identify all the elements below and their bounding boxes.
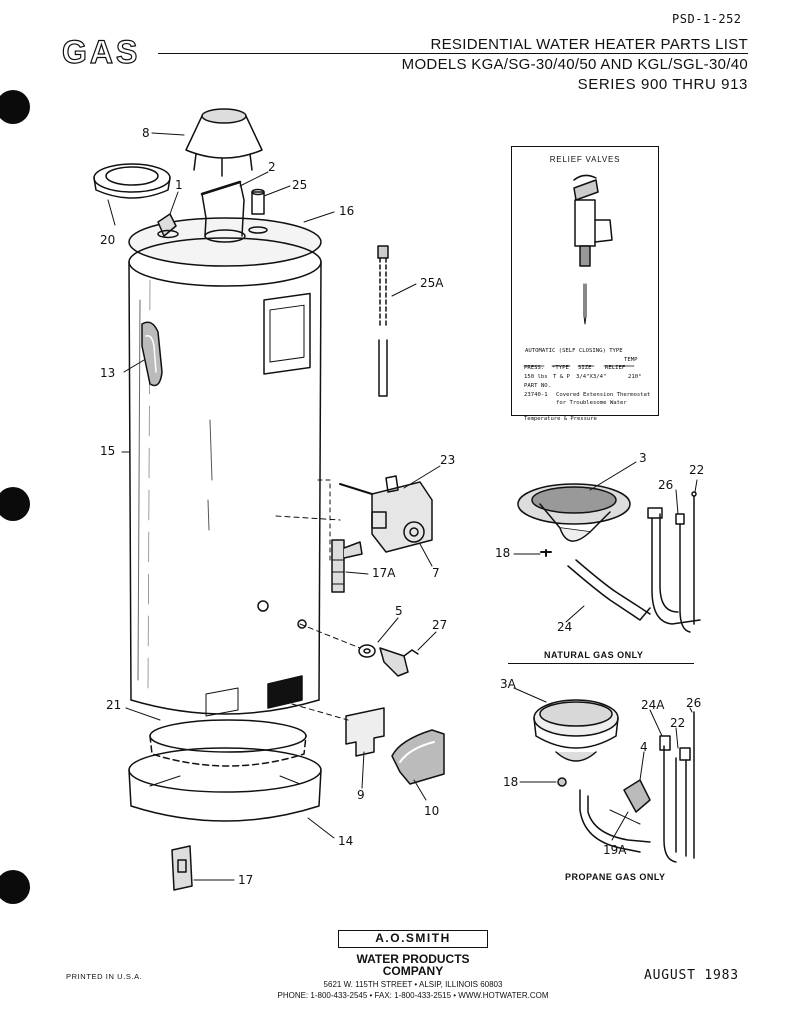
relief-part-no-label: PART NO. — [524, 383, 551, 389]
part-label-8: 8 — [142, 126, 150, 140]
page-title: RESIDENTIAL WATER HEATER PARTS LIST — [430, 36, 748, 53]
part-label-23: 23 — [440, 453, 456, 467]
binder-hole — [0, 870, 30, 904]
part-label-26: 26 — [658, 478, 674, 492]
part-label-3a: 3A — [500, 677, 516, 691]
part-label-7: 7 — [432, 566, 440, 580]
part-label-27: 27 — [432, 618, 448, 632]
document-number: PSD-1-252 — [672, 12, 742, 26]
part-label-19a: 19A — [603, 843, 627, 857]
tee-17a — [331, 539, 363, 593]
fitting-25 — [248, 188, 268, 234]
draft-hood — [185, 108, 263, 177]
flue-outlet — [200, 180, 246, 243]
part-label-22b: 22 — [670, 716, 686, 730]
relief-row-size: 3/4"X3/4" — [576, 374, 607, 380]
part-label-1: 1 — [175, 178, 183, 192]
part-label-14: 14 — [338, 834, 354, 848]
relief-row-relief: 210° — [628, 374, 642, 380]
binder-hole — [0, 487, 30, 521]
part-label-16: 16 — [339, 204, 355, 218]
relief-valves-title: RELIEF VALVES — [549, 155, 621, 164]
ring-20 — [93, 163, 171, 199]
lower-door — [205, 675, 303, 717]
part-label-15: 15 — [100, 444, 116, 458]
relief-part-no: 23740-1 — [524, 392, 548, 398]
part-label-18: 18 — [495, 546, 511, 560]
series-line: SERIES 900 THRU 913 — [577, 76, 748, 93]
relief-col-press: PRESS. — [524, 365, 545, 371]
relief-col-type: *TYPE — [552, 365, 569, 371]
access-door-13 — [141, 321, 163, 387]
publication-date: AUGUST 1983 — [644, 968, 739, 983]
shield-9 — [291, 703, 385, 757]
category-title: GAS — [61, 33, 141, 70]
part-label-17a: 17A — [372, 566, 396, 580]
relief-valve-drawing — [573, 174, 613, 325]
relief-footnote: Temperature & Pressure — [524, 416, 597, 422]
section-divider — [508, 663, 694, 664]
company-contact: PHONE: 1-800-433-2545 • FAX: 1-800-433-2… — [277, 991, 549, 1000]
fitting-1 — [157, 213, 179, 239]
part-label-24: 24 — [557, 620, 573, 634]
shield-10 — [391, 729, 445, 785]
company-address: 5621 W. 115TH STREET • ALSIP, ILLINOIS 6… — [323, 980, 503, 989]
relief-valves-box: RELIEF VALVES — [511, 146, 659, 416]
part-label-5: 5 — [395, 604, 403, 618]
relief-col-relief: RELIEF — [605, 365, 626, 371]
header-rule — [158, 53, 748, 54]
brand-subtitle-2: COMPANY — [382, 964, 444, 978]
part-label-26b: 26 — [686, 696, 702, 710]
relief-row-type: T & P — [553, 374, 570, 380]
natural-gas-caption: NATURAL GAS ONLY — [544, 650, 644, 660]
burner-natural — [517, 483, 701, 633]
part-label-18b: 18 — [503, 775, 519, 789]
relief-note-line1: Covered Extension Thermostat — [556, 392, 651, 398]
brand-subtitle: WATER PRODUCTS — [356, 952, 470, 966]
part-label-24a: 24A — [641, 698, 665, 712]
relief-type-line: AUTOMATIC (SELF CLOSING) TYPE — [525, 348, 623, 354]
models-line: MODELS KGA/SG-30/40/50 AND KGL/SGL-30/40 — [401, 56, 748, 73]
part-label-17: 17 — [238, 873, 254, 887]
binder-hole — [0, 90, 30, 124]
tank-body — [128, 217, 322, 715]
anode-rod — [377, 245, 389, 397]
part-label-25a: 25A — [420, 276, 444, 290]
printed-in: PRINTED IN U.S.A. — [66, 972, 143, 981]
part-label-20: 20 — [100, 233, 116, 247]
rating-plate — [263, 292, 311, 375]
base-pan-14 — [128, 747, 322, 822]
relief-note-line2: for Troublesome Water — [556, 400, 627, 406]
relief-row-press: 150 lbs — [524, 374, 548, 380]
part-label-3: 3 — [639, 451, 647, 465]
brand-logo: A.O.SMITH — [338, 930, 488, 948]
relief-temp-label: TEMP — [624, 357, 638, 363]
burner-propane — [533, 699, 695, 863]
drain-valve — [299, 623, 419, 677]
part-label-10: 10 — [424, 804, 440, 818]
gas-valve — [339, 475, 433, 553]
part-label-13: 13 — [100, 366, 116, 380]
part-label-9: 9 — [357, 788, 365, 802]
part-label-22: 22 — [689, 463, 705, 477]
part-label-25: 25 — [292, 178, 308, 192]
relief-col-size: SIZE — [578, 365, 592, 371]
base-21 — [149, 719, 307, 767]
bracket-17 — [171, 845, 193, 891]
propane-gas-caption: PROPANE GAS ONLY — [565, 872, 666, 882]
part-label-21: 21 — [106, 698, 122, 712]
part-label-2: 2 — [268, 160, 276, 174]
part-label-4: 4 — [640, 740, 648, 754]
